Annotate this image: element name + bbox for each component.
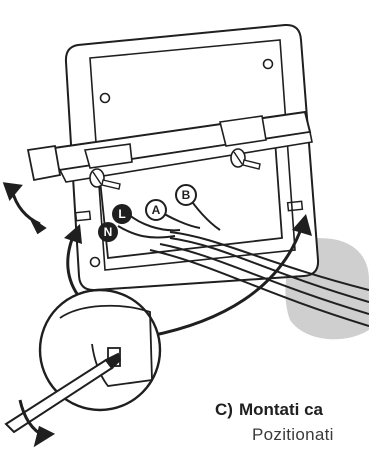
wire-tag-n: N — [98, 222, 118, 242]
rotate-arrow-icon — [5, 184, 44, 232]
step-description: Pozitionati — [252, 425, 334, 445]
step-title-text: Montati ca — [239, 400, 323, 419]
step-title: C) Montati ca — [215, 400, 323, 420]
arrowhead — [64, 224, 82, 244]
step-letter: C) — [215, 400, 233, 419]
latch-clip — [28, 146, 60, 180]
wire-tag-label: L — [118, 207, 125, 221]
wire-tag-l: L — [112, 204, 132, 224]
wire-tag-label: A — [152, 203, 161, 217]
wire-tag-a: A — [146, 200, 166, 220]
wire-tag-label: B — [182, 188, 191, 202]
wire-tag-b: B — [176, 185, 196, 205]
latch-clip — [220, 116, 266, 146]
wire-tag-label: N — [104, 225, 113, 239]
